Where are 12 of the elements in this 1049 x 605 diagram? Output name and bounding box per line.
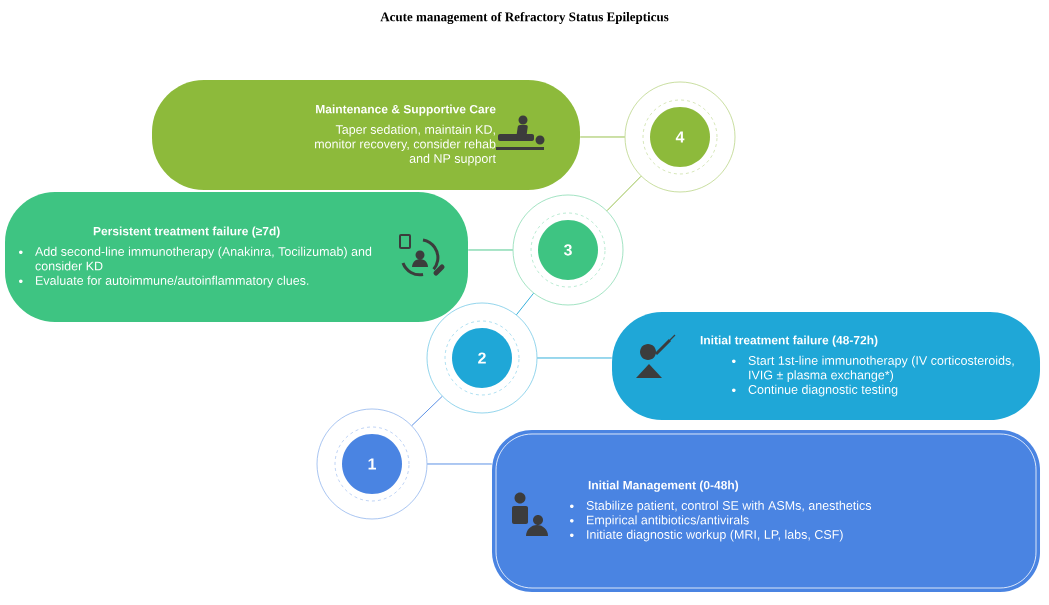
connector-line xyxy=(426,463,493,465)
stage-box: Initial Management (0-48h) Stabilize patient, control SE with ASMs, anesthetics Empirical antibiotics/antivirals Initiate diagnostic workup (MRI, LP, labs, CSF) xyxy=(492,430,1040,592)
stage-box: Maintenance & Supportive Care Taper sedation, maintain KD, monitor recovery, consider rehab and NP support xyxy=(152,80,580,190)
connector-line xyxy=(579,136,626,138)
connector-line xyxy=(536,357,613,359)
connector-line xyxy=(411,395,443,427)
stage-box: Persistent treatment failure (≥7d) Add second-line immunotherapy (Anakinra, Tocilizumab) and consider KD Evaluate for autoimmune/autoinflammatory clues. xyxy=(5,192,468,322)
connector-line xyxy=(516,292,534,316)
connector-line xyxy=(606,175,642,212)
connector-line xyxy=(467,249,514,251)
stage-box: Initial treatment failure (48-72h) Start 1st-line immunotherapy (IV corticosteroids, IVIG ± plasma exchange*) Continue diagnostic testing xyxy=(612,312,1040,420)
title: Acute management of Refractory Status Epilepticus xyxy=(380,12,669,24)
